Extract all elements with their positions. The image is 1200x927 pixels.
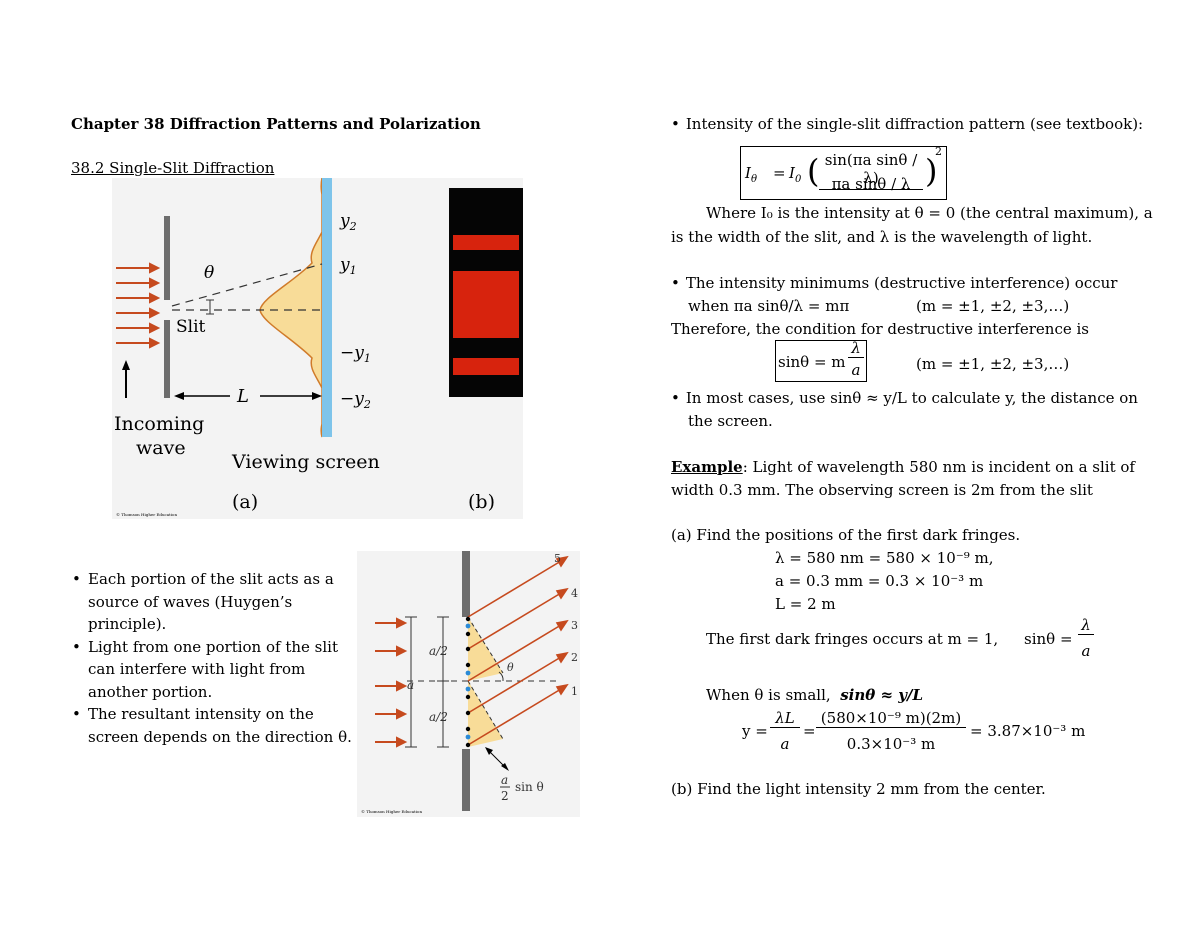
barrier-top xyxy=(462,551,470,617)
first-dark-eq: sinθ = xyxy=(1024,630,1073,648)
label-wave: wave xyxy=(136,437,186,459)
central-fringe xyxy=(453,271,519,338)
label-panel-a: (a) xyxy=(232,491,258,513)
side-fringe-top xyxy=(453,235,519,250)
section-title: 38.2 Single-Slit Diffraction xyxy=(71,159,275,177)
given-lambda: λ = 580 nm = 580 × 10⁻⁹ m, xyxy=(775,549,994,567)
label-incoming: Incoming xyxy=(114,413,204,435)
y-eq-f1-num: λL xyxy=(770,709,800,728)
label-theta-b: θ xyxy=(507,661,514,674)
chapter-title: Chapter 38 Diffraction Patterns and Pola… xyxy=(71,115,481,133)
figure-credit: © Thomson Higher Education xyxy=(116,512,177,517)
huygens-figure: 5 4 3 2 1 a/2 a/2 a θ a 2 sin θ © Thomso… xyxy=(357,551,580,817)
label-slit: Slit xyxy=(176,317,206,337)
bullet-huygens: Each portion of the slit acts as a sourc… xyxy=(70,568,360,636)
barrier-bottom xyxy=(462,749,470,811)
ray-label-3: 3 xyxy=(571,619,578,632)
y-eq-f2-den: 0.3×10⁻³ m xyxy=(846,735,936,753)
part-b-question: (b) Find the light intensity 2 mm from t… xyxy=(671,780,1046,798)
label-y2: y2 xyxy=(339,211,357,233)
label-a-over-2-num: a xyxy=(501,773,508,787)
where-line-2: is the width of the slit, and λ is the w… xyxy=(671,228,1093,246)
first-dark-den: a xyxy=(1081,642,1091,660)
intensity-equation: Iθ = I0 ( ) 2 sin(πa sinθ / λ) πa sinθ /… xyxy=(740,145,947,200)
small-angle-when: When θ is small, sinθ ≈ y/L xyxy=(706,686,924,704)
ray-label-1: 1 xyxy=(571,685,578,698)
small-angle-cont: the screen. xyxy=(688,412,773,430)
bullet-small-angle: •In most cases, use sinθ ≈ y/L to calcul… xyxy=(671,389,1138,407)
side-fringe-bottom xyxy=(453,358,519,375)
path-difference-lower xyxy=(468,681,503,747)
single-slit-figure: L θ Slit y2 y1 −y1 −y2 Incoming wave Vie… xyxy=(112,178,523,519)
bullet-interference: Light from one portion of the slit can i… xyxy=(70,636,360,704)
y-eq-result: = 3.87×10⁻³ m xyxy=(970,722,1086,740)
label-neg-y1: −y1 xyxy=(340,343,371,365)
ray-label-5: 5 xyxy=(554,552,561,565)
first-dark-line: The first dark fringes occurs at m = 1, xyxy=(706,630,999,648)
label-viewing-screen: Viewing screen xyxy=(231,451,380,473)
label-a-half-top: a/2 xyxy=(429,644,448,658)
ray-label-4: 4 xyxy=(571,587,578,600)
bullet-minima: •The intensity minimums (destructive int… xyxy=(671,274,1118,292)
y-eq-lhs: y = xyxy=(742,722,768,740)
ray-to-y1 xyxy=(171,263,323,307)
y-eq-f1-den: a xyxy=(780,735,790,753)
given-L: L = 2 m xyxy=(775,595,836,613)
figure-b-credit: © Thomson Higher Education xyxy=(361,809,422,814)
bullet-intensity-intro: •Intensity of the single-slit diffractio… xyxy=(671,115,1144,133)
label-L: L xyxy=(236,386,249,407)
sin-condition-equation: sinθ = m λ a xyxy=(775,339,867,382)
part-a-question: (a) Find the positions of the first dark… xyxy=(671,526,1021,544)
incoming-arrows xyxy=(116,262,161,349)
label-a-over-2-den: 2 xyxy=(501,789,509,803)
label-sin-theta: sin θ xyxy=(515,780,544,794)
label-theta: θ xyxy=(204,263,214,283)
where-line-1: Where I₀ is the intensity at θ = 0 (the … xyxy=(706,204,1153,222)
therefore-line: Therefore, the condition for destructive… xyxy=(671,320,1089,338)
minima-when: when πa sinθ/λ = mπ xyxy=(688,297,850,315)
sin-condition-m-values: (m = ±1, ±2, ±3,…) xyxy=(916,355,1070,373)
bullet-direction: The resultant intensity on the screen de… xyxy=(70,703,360,748)
label-a: a xyxy=(407,678,414,692)
label-panel-b: (b) xyxy=(468,491,495,513)
slit-lower-barrier xyxy=(164,320,170,398)
y-eq-f2-num: (580×10⁻⁹ m)(2m) xyxy=(816,709,966,728)
viewing-screen-bar xyxy=(322,178,332,437)
incoming-up-arrow xyxy=(122,360,130,370)
label-y1: y1 xyxy=(339,255,357,277)
ray-label-2: 2 xyxy=(571,651,578,664)
label-neg-y2: −y2 xyxy=(340,389,371,411)
minima-m-values: (m = ±1, ±2, ±3,…) xyxy=(916,297,1070,315)
first-dark-num: λ xyxy=(1078,616,1094,635)
example-line-2: width 0.3 mm. The observing screen is 2m… xyxy=(671,481,1093,499)
label-a-half-bottom: a/2 xyxy=(429,710,448,724)
slit-upper-barrier xyxy=(164,216,170,300)
example-line-1: Example: Light of wavelength 580 nm is i… xyxy=(671,458,1135,476)
slit-bullets: Each portion of the slit acts as a sourc… xyxy=(70,568,360,748)
given-a: a = 0.3 mm = 0.3 × 10⁻³ m xyxy=(775,572,984,590)
